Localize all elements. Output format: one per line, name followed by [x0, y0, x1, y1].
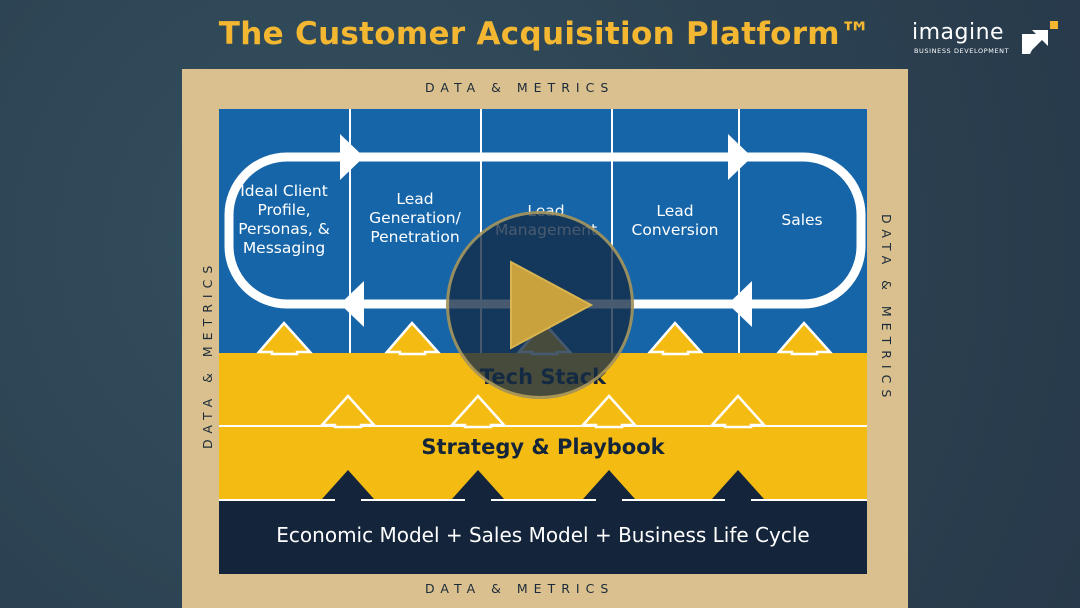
- logo-wordmark: imagine: [912, 20, 1005, 45]
- data-metrics-top: DATA & METRICS: [425, 80, 615, 95]
- strategy-up-arrows: [319, 394, 767, 429]
- arrow-left-icon: [728, 281, 752, 327]
- strategy-playbook-label: Strategy & Playbook: [421, 435, 665, 459]
- company-logo: imagine BUSINESS DEVELOPMENT: [912, 20, 1062, 60]
- stage-divider: [611, 109, 613, 353]
- play-icon: [510, 260, 594, 350]
- data-metrics-bottom: DATA & METRICS: [425, 581, 615, 596]
- foundation-panel: Economic Model + Sales Model + Business …: [219, 499, 867, 574]
- stage-divider: [349, 109, 351, 353]
- layer-divider: [219, 425, 867, 427]
- arrow-right-icon: [728, 134, 752, 180]
- stage-lead-conversion: Lead Conversion: [631, 202, 719, 239]
- video-play-button[interactable]: [446, 211, 634, 399]
- stage-divider: [738, 109, 740, 353]
- arrow-left-icon: [340, 281, 364, 327]
- arrow-right-icon: [340, 134, 364, 180]
- foundation-label: Economic Model + Sales Model + Business …: [276, 523, 810, 547]
- logo-tagline: BUSINESS DEVELOPMENT: [914, 47, 1010, 55]
- foundation-up-arrows: [322, 470, 764, 501]
- stage-ideal-client-profile: Ideal Client Profile, Personas, & Messag…: [238, 182, 330, 257]
- stage-lead-generation: Lead Generation/ Penetration: [369, 190, 461, 246]
- arrow-logo-icon: [1022, 21, 1058, 54]
- page-title: The Customer Acquisition Platform™: [218, 16, 872, 52]
- stage-sales: Sales: [781, 211, 823, 229]
